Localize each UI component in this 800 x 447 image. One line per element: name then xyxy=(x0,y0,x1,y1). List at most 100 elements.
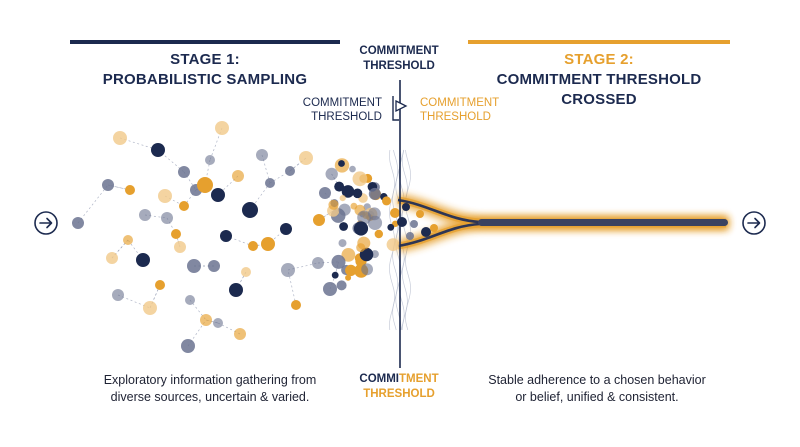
network-node xyxy=(106,252,118,264)
network-node xyxy=(256,149,268,161)
threshold-top-line1: COMMITMENT xyxy=(359,45,439,57)
stage1-description-line1: Exploratory information gathering from xyxy=(103,373,317,387)
network-node xyxy=(368,187,381,200)
network-node xyxy=(179,201,189,211)
network-node xyxy=(215,121,229,135)
network-nodes xyxy=(72,121,438,353)
network-node xyxy=(265,178,275,188)
network-node xyxy=(281,263,295,277)
stage1-title: STAGE 1: PROBABILISTIC SAMPLING xyxy=(70,50,340,90)
network-node xyxy=(102,179,114,191)
network-node xyxy=(174,241,186,253)
network-node xyxy=(402,203,410,211)
stage2-title-line2: COMMITMENT THRESHOLD CROSSED xyxy=(496,71,702,108)
network-node xyxy=(312,257,324,269)
network-node xyxy=(353,221,369,236)
network-node xyxy=(161,212,173,224)
network-node xyxy=(136,253,150,267)
stage2-header-bar xyxy=(468,40,730,44)
network-node xyxy=(248,241,258,251)
threshold-right-line2: THRESHOLD xyxy=(420,111,491,123)
stage1-title-line2: PROBABILISTIC SAMPLING xyxy=(102,71,308,88)
network-node xyxy=(319,187,331,199)
network-node xyxy=(416,210,424,218)
network-node xyxy=(390,208,400,218)
network-node xyxy=(334,181,345,192)
network-node xyxy=(397,217,407,227)
network-node xyxy=(123,235,133,245)
network-node xyxy=(349,165,356,173)
network-node xyxy=(374,229,383,239)
network-node xyxy=(341,185,355,198)
network-node xyxy=(323,282,337,296)
network-node xyxy=(197,177,213,193)
network-node xyxy=(113,131,127,145)
network-node xyxy=(291,300,301,310)
network-node xyxy=(181,339,195,353)
network-node xyxy=(112,289,124,301)
network-node xyxy=(421,227,431,237)
network-node xyxy=(139,209,151,221)
stage2-title: STAGE 2: COMMITMENT THRESHOLD CROSSED xyxy=(458,50,740,110)
network-node xyxy=(72,217,84,229)
network-node xyxy=(232,170,244,182)
network-node xyxy=(280,223,292,235)
threshold-bottom-part1: COMMI xyxy=(359,373,399,385)
network-node xyxy=(345,274,352,281)
network-node xyxy=(158,189,172,203)
arrow-right-circle-icon-left xyxy=(34,211,58,235)
threshold-right-line1: COMMITMENT xyxy=(420,97,500,109)
arrow-right-circle-icon-right xyxy=(742,211,766,235)
stage1-header-bar xyxy=(70,40,340,44)
network-node xyxy=(171,229,181,239)
network-node xyxy=(125,185,135,195)
stage1-description: Exploratory information gathering from d… xyxy=(70,372,350,406)
network-node xyxy=(352,188,363,199)
network-node xyxy=(151,143,165,157)
stage2-description-line1: Stable adherence to a chosen behavior xyxy=(488,373,706,387)
network-node xyxy=(339,195,346,202)
network-node xyxy=(185,295,195,305)
network-node xyxy=(336,280,347,291)
gate-flag-icon xyxy=(392,96,408,121)
network-node xyxy=(357,210,372,225)
stage1-title-line1: STAGE 1: xyxy=(170,51,240,68)
network-node xyxy=(406,232,414,240)
network-node xyxy=(338,203,351,216)
converged-stream xyxy=(396,194,728,252)
network-node xyxy=(341,248,356,262)
network-node xyxy=(205,155,215,165)
threshold-top-line2: THRESHOLD xyxy=(363,60,435,72)
network-node xyxy=(352,171,368,187)
threshold-top-label: COMMITMENT THRESHOLD xyxy=(346,44,452,74)
network-node xyxy=(338,239,347,248)
network-node xyxy=(325,167,338,181)
network-node xyxy=(410,220,418,228)
network-node xyxy=(143,301,157,315)
network-node xyxy=(285,166,295,176)
network-node xyxy=(339,222,348,231)
network-node xyxy=(313,214,325,226)
network-node xyxy=(361,263,373,276)
threshold-left-line1: COMMITMENT xyxy=(302,97,382,109)
network-node xyxy=(368,207,381,221)
network-node xyxy=(357,236,371,250)
threshold-left-line2: THRESHOLD xyxy=(311,111,382,123)
threshold-left-label: COMMITMENT THRESHOLD xyxy=(296,96,382,124)
threshold-bottom-part2: TMENT xyxy=(399,373,439,385)
stage1-description-line2: diverse sources, uncertain & varied. xyxy=(110,390,310,404)
threshold-bottom-label: COMMITMENT THRESHOLD xyxy=(346,372,452,402)
stage2-title-line1: STAGE 2: xyxy=(564,51,634,68)
threshold-bottom-line2: THRESHOLD xyxy=(363,388,435,400)
network-node xyxy=(213,318,223,328)
network-node xyxy=(200,314,212,326)
threshold-right-label: COMMITMENT THRESHOLD xyxy=(420,96,510,124)
network-node xyxy=(382,196,391,206)
network-node xyxy=(211,188,225,202)
network-node xyxy=(187,259,201,273)
network-node xyxy=(430,224,438,232)
stage2-description: Stable adherence to a chosen behavior or… xyxy=(462,372,732,406)
network-node xyxy=(345,264,357,277)
network-node xyxy=(328,199,339,210)
